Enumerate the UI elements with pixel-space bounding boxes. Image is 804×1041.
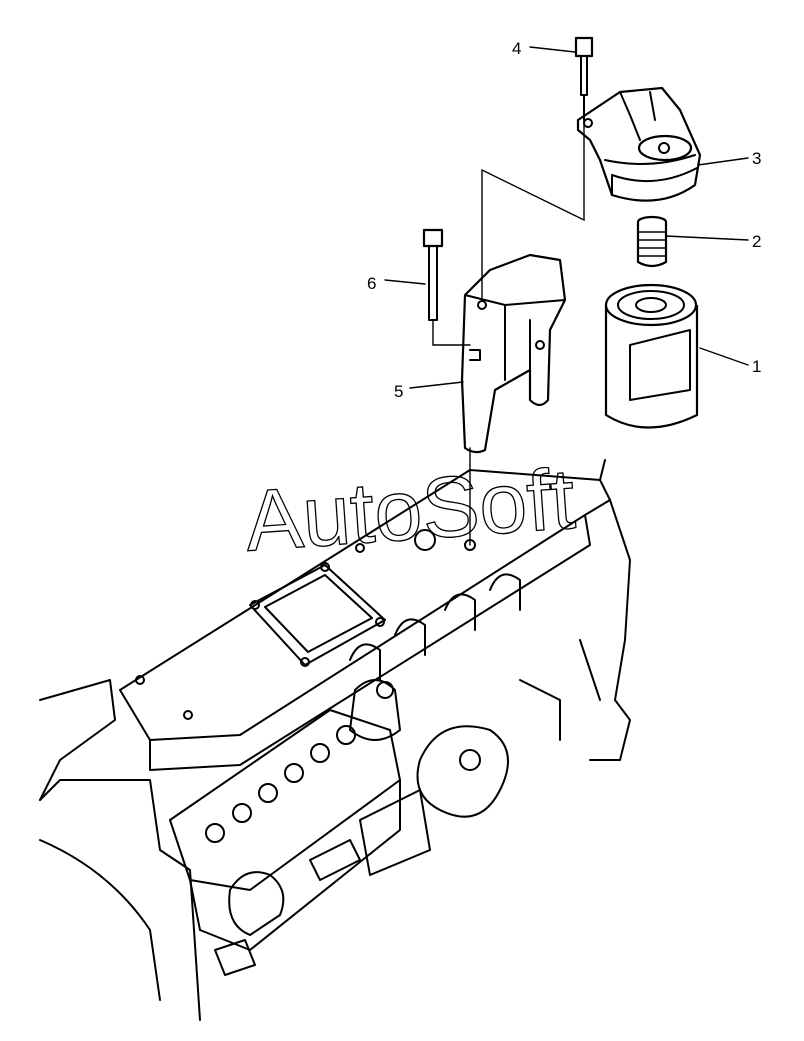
callouts: 1 2 3 4 5 6 [367, 39, 761, 401]
filter-cartridge-part [604, 283, 699, 429]
injection-pump [169, 679, 431, 976]
adapter-nipple-part [636, 215, 668, 268]
filter-head-part [576, 86, 702, 202]
callout-5: 5 [394, 382, 403, 401]
watermark-text: AutoSoft [242, 451, 578, 570]
callout-4: 4 [512, 39, 521, 58]
callout-6: 6 [367, 274, 376, 293]
bolt-part-4 [574, 36, 594, 121]
callout-3: 3 [752, 149, 761, 168]
alignment-lines [432, 119, 585, 546]
bracket-part [460, 253, 567, 454]
callout-1: 1 [752, 357, 761, 376]
bolt-part-6 [422, 228, 444, 321]
engine-block [39, 459, 631, 1021]
callout-2: 2 [752, 232, 761, 251]
